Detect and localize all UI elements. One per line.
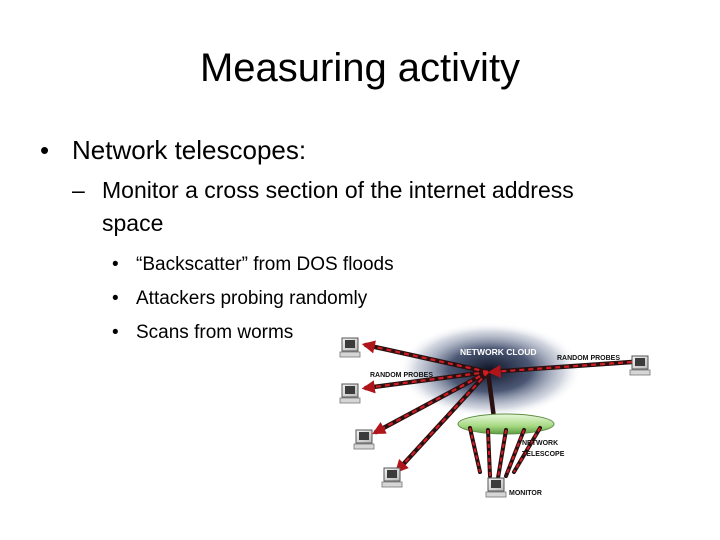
arrow-dash-pc-4 bbox=[395, 371, 489, 474]
computer-icon bbox=[339, 383, 361, 404]
bullet-dot: • bbox=[40, 135, 50, 165]
computer-icon bbox=[629, 355, 651, 376]
sub-sub-bullet-list: • “Backscatter” from DOS floods • Attacker… bbox=[112, 248, 394, 350]
label-network-cloud: NETWORK CLOUD bbox=[460, 347, 537, 357]
bullet-text: Network telescopes: bbox=[72, 135, 307, 165]
computer-icon bbox=[381, 467, 403, 488]
list-item-text: Scans from worms bbox=[136, 322, 294, 343]
sub-bullet-text-line2: space bbox=[102, 210, 164, 236]
monitor-computer-icon bbox=[485, 477, 507, 498]
bullet-dot: • bbox=[112, 322, 119, 343]
list-item: • Scans from worms bbox=[112, 316, 394, 350]
label-monitor: MONITOR bbox=[509, 490, 542, 497]
probe-arrows-dashes bbox=[361, 340, 633, 474]
bullet-network-telescopes: • Network telescopes: bbox=[40, 132, 306, 168]
bullet-dot: • bbox=[112, 288, 119, 309]
bullet-dash: – bbox=[72, 177, 85, 203]
arrow-dash-pc-1 bbox=[361, 340, 489, 374]
label-network-telescope-line2: TELESCOPE bbox=[522, 451, 565, 458]
label-random-probes-left: RANDOM PROBES bbox=[370, 372, 433, 379]
list-item: • Attackers probing randomly bbox=[112, 282, 394, 316]
label-network-telescope-line1: NETWORK bbox=[522, 440, 558, 447]
sub-bullet-monitor: –Monitor a cross section of the internet… bbox=[72, 174, 672, 240]
list-item: • “Backscatter” from DOS floods bbox=[112, 248, 394, 282]
computer-icon bbox=[353, 429, 375, 450]
slide-title: Measuring activity bbox=[199, 46, 521, 90]
sub-bullet-text-line1: Monitor a cross section of the internet … bbox=[102, 177, 574, 203]
arrow-dash-pc-3 bbox=[372, 371, 489, 435]
list-item-text: Attackers probing randomly bbox=[136, 288, 368, 309]
arrow-dash-pc-2 bbox=[361, 370, 489, 394]
list-item-text: “Backscatter” from DOS floods bbox=[136, 254, 394, 275]
bullet-dot: • bbox=[112, 254, 119, 275]
label-random-probes-right: RANDOM PROBES bbox=[557, 355, 620, 362]
telescope-arrows-dashes bbox=[469, 427, 541, 479]
arrow-to-telescope bbox=[485, 369, 497, 421]
computer-icon bbox=[339, 337, 361, 358]
